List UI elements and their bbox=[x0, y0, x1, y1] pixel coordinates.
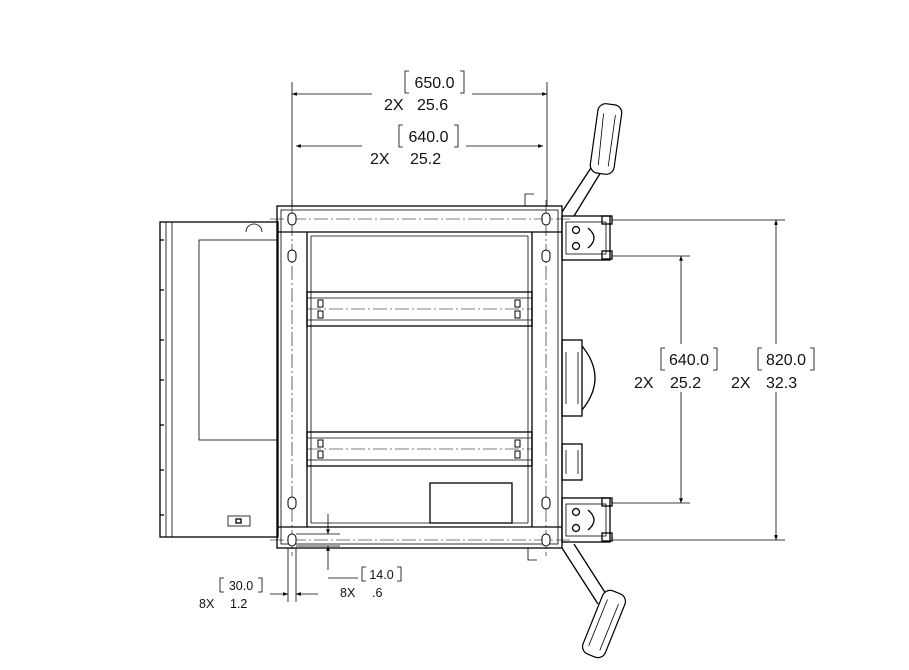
svg-text:8X: 8X bbox=[199, 597, 215, 611]
svg-text:8X: 8X bbox=[340, 586, 356, 600]
svg-text:25.2: 25.2 bbox=[670, 375, 701, 392]
svg-text:2X: 2X bbox=[731, 375, 751, 392]
svg-text:640.0: 640.0 bbox=[669, 352, 709, 369]
dimension-top-inner: 640.0 2X 25.2 bbox=[296, 122, 543, 168]
svg-text:640.0: 640.0 bbox=[408, 129, 448, 146]
svg-text:1.2: 1.2 bbox=[230, 597, 247, 611]
svg-text:14.0: 14.0 bbox=[369, 568, 393, 582]
svg-text:32.3: 32.3 bbox=[766, 375, 797, 392]
svg-text:2X: 2X bbox=[384, 97, 404, 114]
svg-text:2X: 2X bbox=[370, 151, 390, 168]
top-right-bracket bbox=[561, 215, 613, 261]
svg-text:2X: 2X bbox=[634, 375, 654, 392]
upper-cross-rail bbox=[306, 291, 533, 327]
lower-arm-handle bbox=[561, 543, 627, 659]
access-plate bbox=[429, 482, 513, 524]
bottom-right-bracket bbox=[561, 497, 613, 543]
panel-edge-notches bbox=[160, 239, 164, 516]
panel-knob bbox=[245, 223, 263, 233]
svg-text:650.0: 650.0 bbox=[414, 75, 454, 92]
svg-text:25.6: 25.6 bbox=[417, 97, 448, 114]
dimension-slot-height: 14.0 8X .6 bbox=[296, 514, 402, 600]
svg-text:25.2: 25.2 bbox=[410, 151, 441, 168]
panel-switch bbox=[227, 515, 251, 527]
mounting-slots bbox=[287, 212, 551, 547]
svg-text:30.0: 30.0 bbox=[229, 579, 253, 593]
display-panel bbox=[159, 221, 279, 538]
lower-cross-rail bbox=[306, 431, 533, 467]
mount-frame bbox=[270, 193, 570, 561]
svg-text:820.0: 820.0 bbox=[766, 352, 806, 369]
dimension-right-inner: 640.0 2X 25.2 bbox=[612, 255, 724, 504]
upper-arm-handle bbox=[561, 103, 623, 217]
side-handle-small bbox=[561, 443, 583, 481]
dimension-top-outer: 650.0 2X 25.6 bbox=[291, 68, 548, 206]
dimension-slot-width: 30.0 8X 1.2 bbox=[199, 548, 318, 611]
svg-text:.6: .6 bbox=[372, 586, 382, 600]
dimension-right-outer: 820.0 2X 32.3 bbox=[612, 219, 822, 541]
side-handle-large bbox=[561, 339, 596, 417]
